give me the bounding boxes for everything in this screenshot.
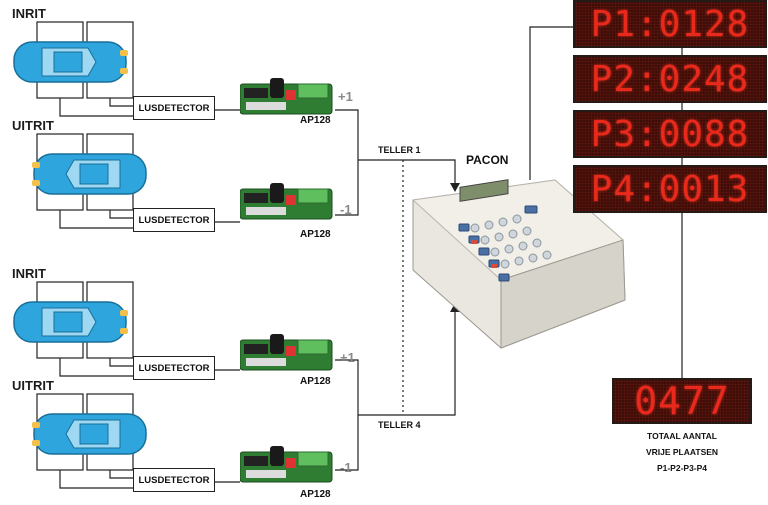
controller-label: PACON [466, 153, 509, 167]
counter-label-bottom: TELLER 4 [378, 420, 421, 430]
loop-detector-box: LUSDETECTOR [133, 208, 215, 232]
total-caption-line: VRIJE PLAATSEN [645, 447, 719, 457]
section-label-uitrit-1: UITRIT [12, 118, 54, 133]
count-sign-minus: -1 [340, 460, 352, 475]
car-icon [13, 301, 128, 343]
car-icon [13, 41, 128, 83]
pcb-module-icon [240, 183, 333, 220]
led-display-p4: P4:0013 [573, 165, 767, 213]
module-label: AP128 [300, 376, 331, 387]
led-display-p1: P1:0128 [573, 0, 767, 48]
module-label: AP128 [300, 489, 331, 500]
pcb-module-icon [240, 446, 333, 483]
total-caption: TOTAAL AANTAL VRIJE PLAATSEN P1-P2-P3-P4 [612, 428, 752, 476]
car-icon [32, 153, 147, 195]
led-display-text: P3:0088 [590, 113, 750, 155]
total-caption-line: TOTAAL AANTAL [647, 431, 717, 441]
led-display-text: P4:0013 [590, 168, 750, 210]
module-label: AP128 [300, 229, 331, 240]
count-sign-plus: +1 [338, 89, 353, 104]
count-sign-plus: +1 [340, 350, 355, 365]
loop-detector-box: LUSDETECTOR [133, 96, 215, 120]
loop-detector-box: LUSDETECTOR [133, 468, 215, 492]
keypad-controller-icon [411, 179, 626, 349]
loop-detector-box: LUSDETECTOR [133, 356, 215, 380]
pcb-module-icon [240, 334, 333, 371]
led-display-total-text: 0477 [634, 379, 730, 423]
led-display-p2: P2:0248 [573, 55, 767, 103]
car-icon [32, 413, 147, 455]
led-display-text: P1:0128 [590, 3, 750, 45]
total-caption-line: P1-P2-P3-P4 [656, 463, 708, 473]
led-display-p3: P3:0088 [573, 110, 767, 158]
led-display-text: P2:0248 [590, 58, 750, 100]
count-sign-minus: -1 [340, 202, 352, 217]
counter-label-top: TELLER 1 [378, 145, 421, 155]
section-label-inrit-2: INRIT [12, 266, 46, 281]
module-label: AP128 [300, 115, 331, 126]
section-label-uitrit-2: UITRIT [12, 378, 54, 393]
pcb-module-icon [240, 78, 333, 115]
led-display-total: 0477 [612, 378, 752, 424]
section-label-inrit-1: INRIT [12, 6, 46, 21]
